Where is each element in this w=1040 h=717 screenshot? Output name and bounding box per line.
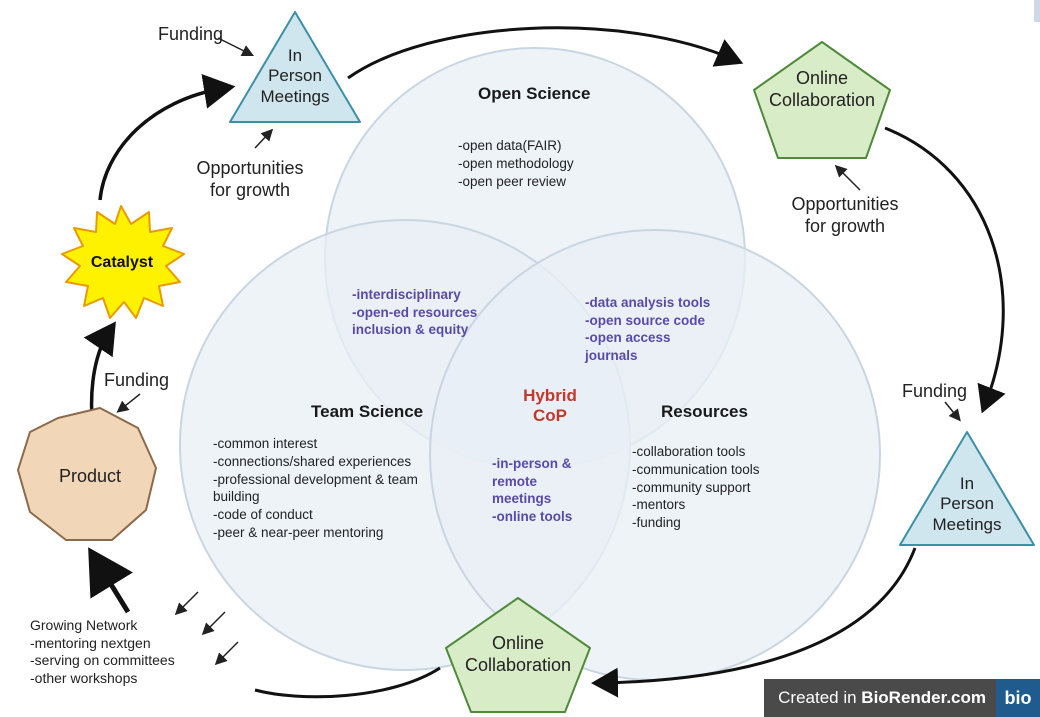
team-science-list: -common interest -connections/shared exp…: [213, 435, 418, 542]
resources-item-5: -funding: [632, 515, 681, 531]
corner-marker: [1034, 0, 1040, 22]
biorender-badge-text: Created in BioRender.com: [764, 688, 996, 708]
funding-product-label: Funding: [104, 370, 170, 390]
growing-network-line-3: -serving on committees: [30, 652, 175, 668]
resources-item-1: -collaboration tools: [632, 444, 746, 459]
biorender-badge[interactable]: Created in BioRender.com bio: [764, 679, 1040, 717]
in-person-top-line-2: Person: [268, 66, 322, 86]
resources-title: Resources: [661, 402, 748, 421]
arrow-online-to-inperson-right: [884, 126, 1006, 414]
badge-prefix: Created in: [778, 688, 862, 707]
online-bottom-line-2: Collaboration: [464, 654, 572, 675]
overlap-open-resources-item-2: -open source code: [585, 312, 706, 328]
team-science-item-1: -common interest: [213, 436, 318, 451]
pentagon-online-bottom: [445, 597, 591, 713]
growing-network-line-4: -other workshops: [30, 669, 138, 686]
arrow-online-bottom-to-network: [254, 666, 441, 699]
arrow-network-2: [201, 611, 226, 636]
opportunities-right-line-1: Opportunities: [791, 194, 899, 214]
opportunities-right-line-2: for growth: [804, 215, 886, 236]
resources-item-2: -communication tools: [632, 461, 760, 477]
in-person-top-line-3: Meetings: [260, 86, 330, 106]
arrow-network-3: [214, 641, 239, 666]
overlap-team-resources-list: -in-person & remote meetings -online too…: [492, 455, 572, 525]
biorender-logo-icon: bio: [996, 679, 1040, 717]
open-science-item-1: -open data(FAIR): [458, 138, 562, 153]
overlap-team-resources-item-4: -online tools: [492, 508, 573, 524]
team-science-item-3: -professional development & team: [213, 471, 418, 487]
online-top-line-1: Online: [795, 68, 849, 88]
resources-item-4: -mentors: [632, 497, 686, 513]
product-label: Product: [58, 466, 122, 486]
overlap-team-resources-item-2: remote: [492, 473, 538, 489]
arrow-funding-product: [116, 393, 141, 413]
overlap-team-resources-item-3: meetings: [492, 491, 552, 507]
funding-right-label: Funding: [902, 381, 968, 401]
opportunities-left-label: Opportunities for growth: [190, 158, 310, 201]
arrow-funding-right: [944, 401, 961, 422]
growing-network-line-2: -mentoring nextgen: [30, 634, 151, 651]
overlap-open-resources-item-3: -open access: [585, 330, 671, 346]
open-science-title: Open Science: [478, 84, 591, 103]
team-science-item-5: -code of conduct: [213, 507, 313, 523]
overlap-open-team-list: -interdisciplinary -open-ed resources in…: [352, 286, 477, 339]
open-science-item-3: -open peer review: [458, 173, 567, 189]
overlap-open-team-item-3: inclusion & equity: [352, 322, 469, 338]
arrow-opportunities-left: [254, 128, 274, 149]
arrow-network-to-product: [88, 547, 134, 614]
resources-item-3: -community support: [632, 479, 751, 495]
hybrid-cop-label: Hybrid CoP: [500, 386, 600, 427]
in-person-top-label: In Person Meetings: [245, 46, 345, 107]
growing-network-list: Growing Network -mentoring nextgen -serv…: [30, 617, 175, 687]
opportunities-left-line-1: Opportunities: [196, 158, 304, 178]
hybrid-cop-line-2: CoP: [533, 406, 567, 426]
opportunities-right-label: Opportunities for growth: [780, 194, 910, 237]
arrow-product-to-catalyst: [83, 321, 116, 419]
arrow-catalyst-to-inperson: [98, 74, 236, 201]
team-science-item-6: -peer & near-peer mentoring: [213, 525, 384, 541]
in-person-top-line-1: In: [287, 46, 303, 65]
online-top-line-2: Collaboration: [768, 89, 876, 110]
online-bottom-label: Online Collaboration: [448, 633, 588, 676]
triangle-in-person-top: [229, 11, 361, 123]
in-person-right-label: In Person Meetings: [917, 474, 1017, 535]
team-science-title: Team Science: [311, 402, 424, 421]
star-catalyst: [61, 205, 185, 319]
hybrid-cop-line-1: Hybrid: [523, 386, 577, 405]
arrow-inperson-to-online-bottom: [591, 547, 917, 698]
team-science-item-2: -connections/shared experiences: [213, 453, 412, 469]
in-person-right-line-2: Person: [940, 494, 994, 514]
overlap-open-team-item-2: -open-ed resources: [352, 304, 478, 320]
arrow-funding-top: [217, 37, 255, 57]
triangle-in-person-right: [899, 431, 1035, 546]
octagon-product: [17, 407, 157, 541]
overlap-open-resources-item-1: -data analysis tools: [585, 295, 711, 310]
arrow-inperson-to-online-top: [347, 26, 744, 80]
overlap-open-resources-list: -data analysis tools -open source code -…: [585, 294, 710, 364]
overlap-open-team-item-1: -interdisciplinary: [352, 287, 461, 302]
growing-network-line-1: Growing Network: [30, 617, 138, 633]
resources-list: -collaboration tools -communication tool…: [632, 443, 760, 532]
funding-top-label: Funding: [158, 24, 224, 44]
catalyst-label: Catalyst: [90, 254, 154, 271]
open-science-list: -open data(FAIR) -open methodology -open…: [458, 137, 574, 190]
badge-brand: BioRender.com: [861, 688, 986, 707]
overlap-team-resources-item-1: -in-person &: [492, 456, 572, 471]
open-science-item-2: -open methodology: [458, 155, 574, 171]
arrow-opportunities-right: [834, 164, 861, 191]
arrow-network-1: [174, 591, 199, 616]
team-science-item-4: building: [213, 489, 260, 505]
pentagon-online-top: [753, 41, 891, 159]
in-person-right-line-1: In: [959, 474, 975, 493]
opportunities-left-line-2: for growth: [209, 179, 291, 200]
overlap-open-resources-item-4: journals: [585, 347, 638, 363]
online-top-label: Online Collaboration: [752, 68, 892, 111]
online-bottom-line-1: Online: [491, 633, 545, 653]
in-person-right-line-3: Meetings: [932, 514, 1002, 534]
